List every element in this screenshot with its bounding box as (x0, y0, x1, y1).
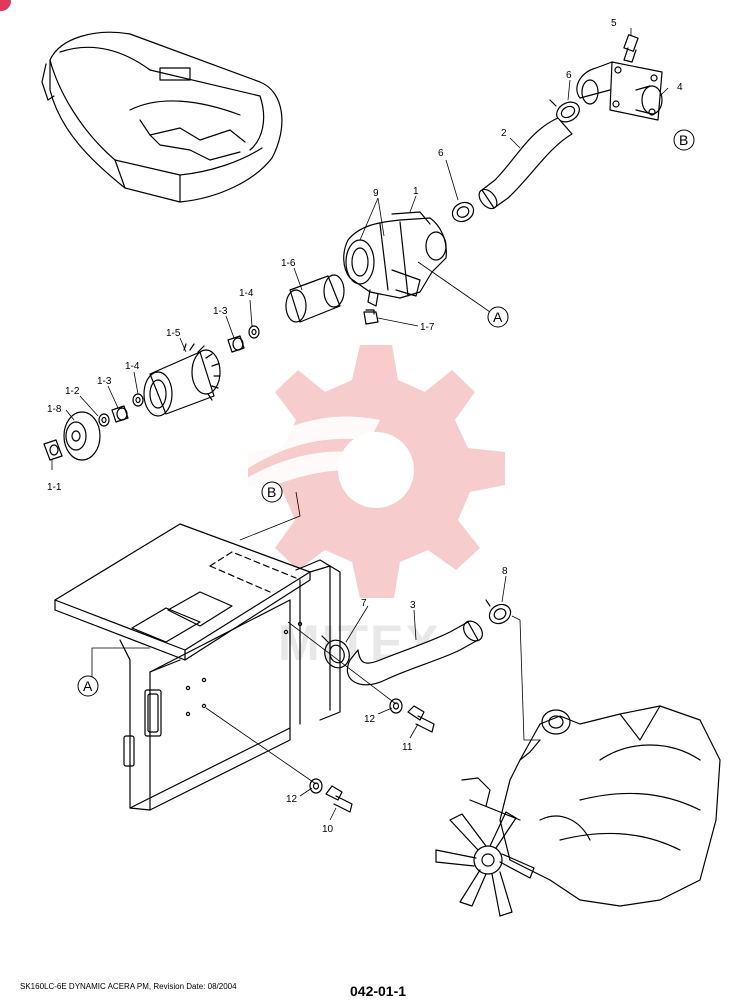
callout-12-upper: 12 (364, 714, 376, 725)
ref-a-lower: A (83, 678, 93, 694)
part-1-5-outer-element (143, 343, 221, 417)
callout-1-6: 1-6 (281, 258, 296, 269)
callout-6-upper: 6 (566, 70, 572, 81)
callout-1-8: 1-8 (47, 404, 62, 415)
part-1-3-wing-nut-upper (227, 335, 245, 353)
part-5-sensor (623, 34, 639, 63)
machine-overview (41, 31, 283, 203)
callout-1-2: 1-2 (65, 386, 80, 397)
part-1-6-inner-element (285, 274, 345, 323)
mounting-bracket (54, 523, 341, 811)
callout-4: 4 (677, 82, 683, 93)
callout-7: 7 (361, 598, 367, 609)
part-1-2-nut (98, 413, 110, 427)
ref-a-circle-lower (77, 675, 99, 697)
ref-b-upper: B (679, 132, 688, 148)
callout-1-7: 1-7 (420, 322, 435, 333)
part-1-air-cleaner-housing (343, 211, 447, 307)
callout-1-4-upper: 1-4 (239, 288, 254, 299)
leader-lines (51, 28, 669, 821)
part-1-4-washer-upper (248, 325, 260, 339)
part-11-bolt (407, 705, 435, 733)
callout-1-5: 1-5 (166, 328, 181, 339)
ref-b-circle-lower (261, 481, 283, 503)
callout-10: 10 (322, 824, 334, 835)
part-1-8-cover (63, 411, 101, 461)
part-1-3-wing-nut-lower (111, 405, 129, 423)
ref-a-upper: A (493, 309, 503, 325)
callout-1-3-lower: 1-3 (97, 376, 112, 387)
part-8-clamp (485, 599, 512, 625)
callout-6-lower: 6 (438, 148, 444, 159)
part-1-1-wing-nut (43, 439, 63, 461)
part-12-washer-upper (389, 698, 403, 714)
callout-9: 9 (373, 188, 379, 199)
part-2-hose (478, 117, 573, 210)
callout-12-lower: 12 (286, 794, 298, 805)
reference-markers: A B B A (77, 129, 695, 697)
corner-badge (0, 0, 11, 11)
part-12-washer-lower (309, 778, 323, 794)
part-10-bolt (325, 785, 353, 813)
callout-2: 2 (501, 128, 507, 139)
callout-3: 3 (410, 600, 416, 611)
part-6-clamp-lower (451, 201, 475, 223)
callout-1-4-lower: 1-4 (125, 361, 140, 372)
part-1-7-valve (363, 309, 379, 325)
ref-b-lower: B (267, 484, 276, 500)
callout-5: 5 (611, 18, 617, 29)
model-revision-text: SK160LC-6E DYNAMIC ACERA PM, Revision Da… (20, 982, 237, 991)
callout-8: 8 (502, 566, 508, 577)
page-number: 042-01-1 (350, 983, 407, 999)
callout-1-1: 1-1 (47, 482, 62, 493)
part-4-adapter (576, 61, 663, 121)
callout-11: 11 (402, 742, 413, 753)
ref-b-circle-upper (673, 129, 695, 151)
part-7-clamp (321, 635, 350, 669)
callout-1: 1 (413, 186, 419, 197)
watermark-logo: MITEX (215, 345, 505, 671)
part-1-4-washer-lower (132, 393, 144, 407)
part-3-hose (346, 620, 483, 686)
callout-1-3-upper: 1-3 (213, 306, 228, 317)
callout-labels: 5 6 4 2 6 1 9 1-6 1-4 1-3 1-7 1-5 1-4 1-… (47, 18, 683, 835)
engine-assembly (435, 705, 721, 917)
ref-a-circle-upper (487, 306, 509, 328)
